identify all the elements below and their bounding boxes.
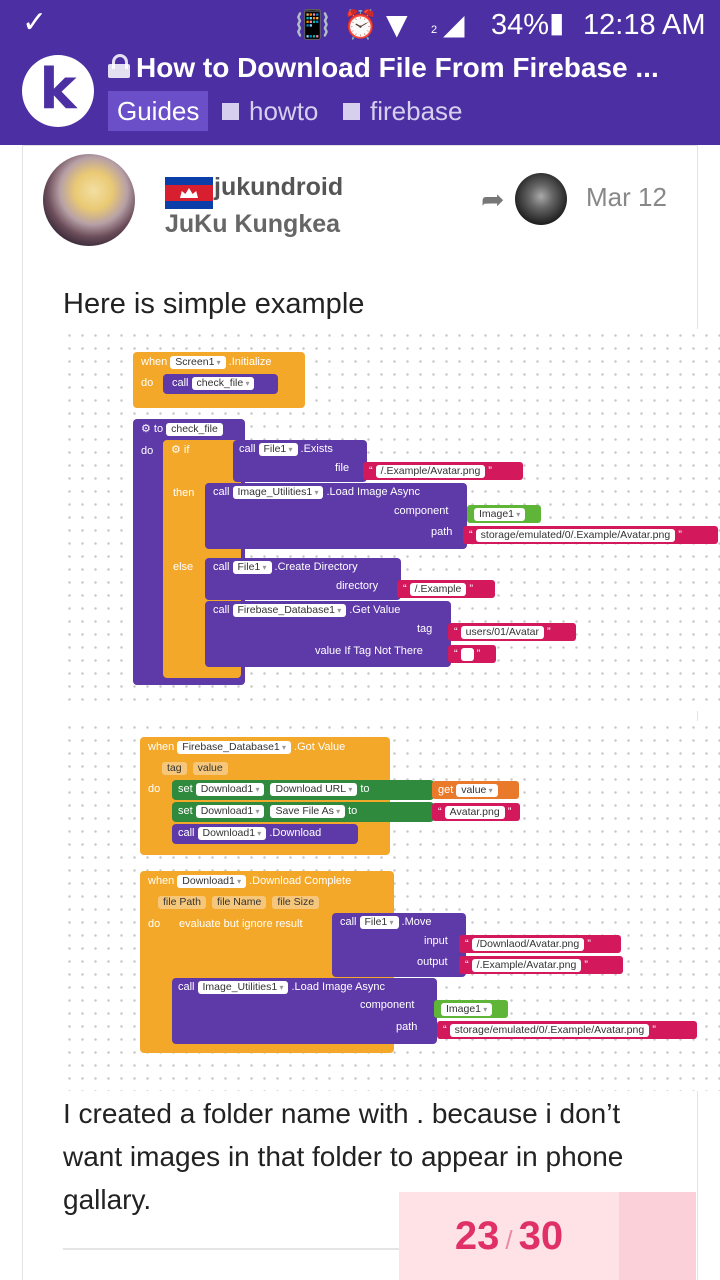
alarm-icon: ⏰ — [343, 8, 378, 41]
divider — [63, 1248, 663, 1250]
tag-firebase[interactable]: firebase — [343, 91, 463, 131]
text-block: “ ” — [448, 645, 496, 663]
text-block: “Avatar.png” — [432, 803, 520, 821]
tag-howto[interactable]: howto — [222, 91, 318, 131]
reply-to-avatar[interactable] — [515, 173, 567, 225]
cambodia-flag-icon — [165, 177, 213, 209]
component-block: Image1 — [434, 1000, 508, 1018]
progress-current: 23 — [454, 1214, 500, 1258]
block-label: component — [394, 505, 449, 517]
reply-arrow-icon[interactable]: ➦ — [481, 183, 505, 216]
set-save-file-block: setDownload1Save File Asto — [172, 802, 434, 822]
post-paragraph: I created a folder name with . because i… — [63, 1098, 624, 1215]
user-avatar[interactable] — [43, 154, 135, 246]
clock: 12:18 AM — [583, 9, 706, 41]
wifi-icon: ▼ — [386, 8, 408, 41]
post-date[interactable]: Mar 12 — [586, 182, 667, 212]
post-intro: Here is simple example — [63, 288, 365, 320]
block-text: do — [141, 377, 154, 389]
text-block: “/.Example/Avatar.png” — [459, 956, 623, 974]
text-block: “users/01/Avatar” — [448, 623, 576, 641]
tag-square-icon — [222, 103, 239, 120]
lock-icon — [108, 54, 130, 80]
block-label: directory — [336, 580, 379, 592]
component-block: Image1 — [467, 505, 541, 523]
text-block: “storage/emulated/0/.Example/Avatar.png” — [463, 526, 718, 544]
text-block: “/Downlaod/Avatar.png” — [459, 935, 621, 953]
block-label: output — [417, 956, 448, 968]
set-download-url-block: setDownload1Download URLto — [172, 780, 434, 800]
block-text: do — [148, 918, 161, 930]
status-bar: ✓ 📳 ⏰ ▼ 2 ◢ 34% ▮ 12:18 AM — [0, 0, 720, 50]
vibrate-icon: 📳 — [295, 8, 330, 41]
tag-howto-label: howto — [249, 96, 319, 126]
block-text: else — [173, 561, 194, 573]
full-name: JuKu Kungkea — [165, 210, 341, 238]
logo-letter: k — [39, 57, 77, 122]
block-label: path — [431, 526, 453, 538]
progress-side — [619, 1192, 696, 1280]
topic-title[interactable]: How to Download File From Firebase ... — [108, 50, 708, 86]
topic-header: k How to Download File From Firebase ...… — [0, 50, 720, 145]
signal-icon: ◢ — [443, 8, 465, 41]
checkmark-icon: ✓ — [22, 5, 48, 40]
category-badge[interactable]: Guides — [108, 91, 209, 131]
block-label: path — [396, 1021, 418, 1033]
block-label: component — [360, 999, 415, 1011]
block-label: file — [335, 462, 350, 474]
text-block: “/.Example” — [397, 580, 495, 598]
post-progress-counter[interactable]: 23/30 — [399, 1192, 696, 1280]
topic-title-text: How to Download File From Firebase ... — [136, 52, 659, 83]
progress-text: 23/30 — [399, 1192, 619, 1280]
network-sub: 2 — [431, 24, 438, 36]
block-label: value If Tag Not There — [315, 645, 423, 657]
text-block: “storage/emulated/0/.Example/Avatar.png” — [437, 1021, 697, 1039]
post: jukundroid JuKu Kungkea ➦ Mar 12 Here is… — [22, 145, 720, 1280]
tag-square-icon — [343, 103, 360, 120]
text-block: “/.Example/Avatar.png” — [363, 462, 523, 480]
block-text: ⚙ if — [171, 444, 190, 456]
battery-icon: ▮ — [549, 6, 565, 39]
block-text: then — [173, 487, 195, 499]
progress-separator: / — [505, 1225, 513, 1255]
progress-total: 30 — [518, 1214, 564, 1258]
block-text: do — [141, 445, 154, 457]
site-logo[interactable]: k — [22, 55, 94, 127]
block-label: tag — [417, 623, 433, 635]
tag-firebase-label: firebase — [370, 96, 463, 126]
block-label: input — [424, 935, 448, 947]
battery-percent: 34% — [491, 9, 550, 41]
username[interactable]: jukundroid — [214, 173, 344, 201]
block-text: do — [148, 783, 161, 795]
block-text: evaluate but ignore result — [179, 918, 303, 930]
